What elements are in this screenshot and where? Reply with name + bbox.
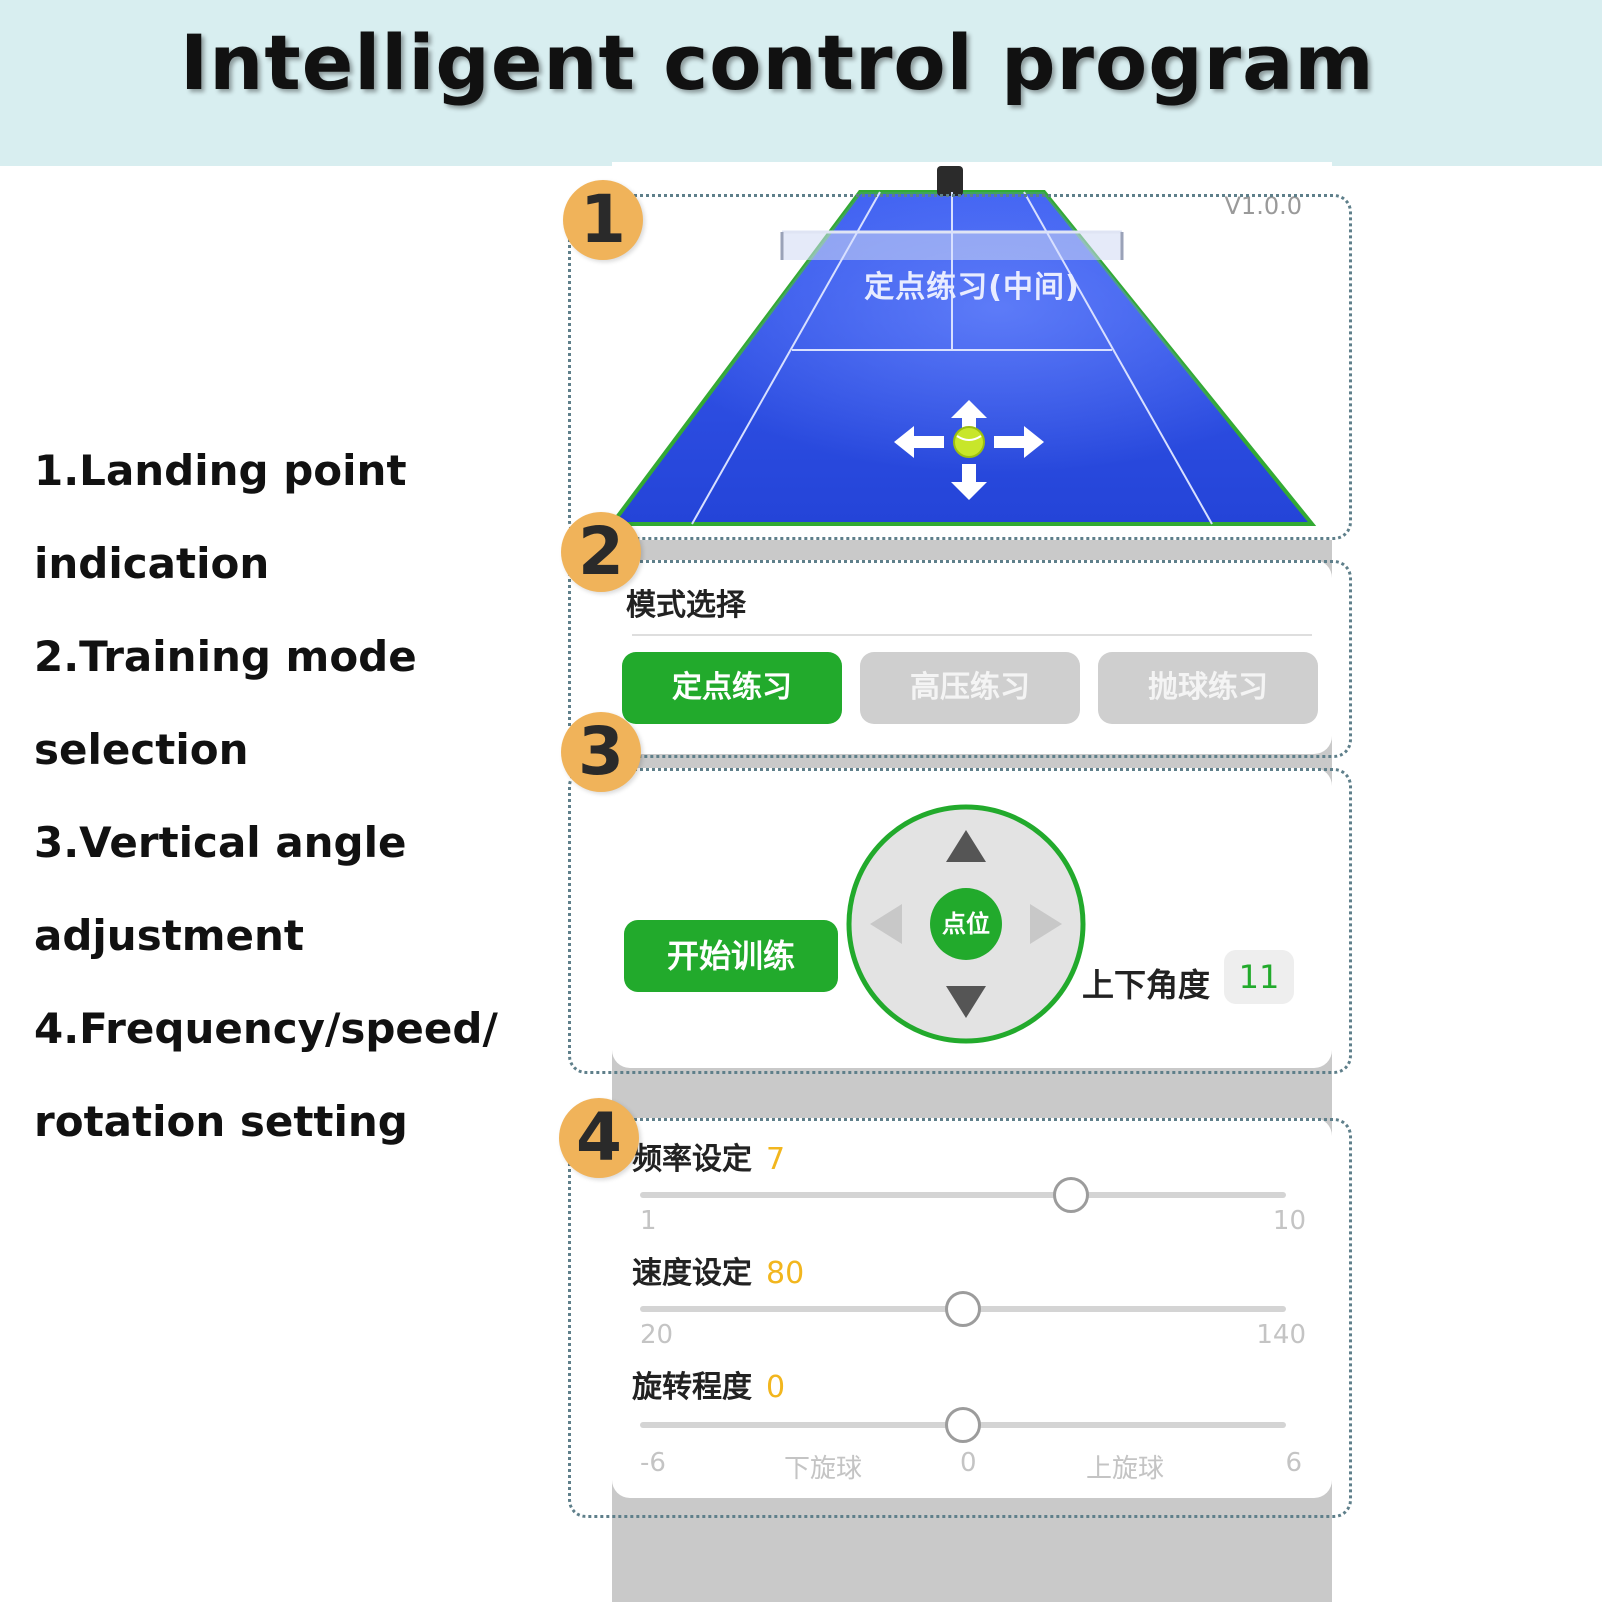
mode-title: 模式选择 [626, 588, 746, 623]
frequency-label: 频率设定 [632, 1142, 752, 1177]
section-badge-3: 3 [561, 712, 641, 792]
court-mode-title: 定点练习(中间) [864, 270, 1080, 305]
rotation-setting-label: 旋转程度 0 [632, 1362, 785, 1406]
start-training-button[interactable]: 开始训练 [624, 920, 838, 992]
left-arrow-icon[interactable] [870, 904, 902, 944]
section-3-frame [568, 768, 1352, 1074]
frequency-min-label: 1 [640, 1206, 657, 1236]
speed-min-label: 20 [640, 1320, 674, 1350]
rotation-topspin-label: 上旋球 [1086, 1454, 1165, 1484]
section-4-frame [568, 1118, 1352, 1518]
frequency-value: 7 [766, 1142, 786, 1177]
page-title: Intelligent control program [180, 18, 1375, 107]
legend-line: selection [34, 725, 249, 774]
down-arrow-icon[interactable] [946, 986, 986, 1018]
rotation-max-label: 6 [1285, 1448, 1302, 1478]
legend-line: 2.Training mode [34, 632, 417, 681]
court-drawing [612, 166, 1317, 526]
legend-line: rotation setting [34, 1097, 408, 1146]
speed-slider-thumb[interactable] [945, 1291, 981, 1327]
header-banner: Intelligent control program [0, 0, 1602, 166]
rotation-slider[interactable] [640, 1407, 1286, 1443]
section-badge-4: 4 [559, 1098, 639, 1178]
vertical-angle-value[interactable]: 11 [1224, 950, 1294, 1004]
legend-line: 3.Vertical angle [34, 818, 407, 867]
legend-line: 4.Frequency/speed/ [34, 1004, 498, 1053]
frequency-max-label: 10 [1272, 1206, 1306, 1236]
rotation-mid-label: 0 [960, 1448, 977, 1478]
mode-button-smash[interactable]: 高压练习 [860, 652, 1080, 724]
rotation-value: 0 [766, 1370, 786, 1405]
legend-line: indication [34, 539, 270, 588]
mode-selection-card: 模式选择 定点练习 高压练习 抛球练习 [612, 560, 1332, 754]
frequency-slider-thumb[interactable] [1052, 1177, 1089, 1213]
section-2-frame [568, 560, 1352, 758]
speed-setting-label: 速度设定 80 [632, 1248, 804, 1292]
up-arrow-icon[interactable] [946, 830, 986, 862]
speed-label: 速度设定 [632, 1256, 752, 1291]
mode-button-lob[interactable]: 抛球练习 [1098, 652, 1318, 724]
section-badge-2: 2 [561, 512, 641, 592]
rotation-label: 旋转程度 [632, 1370, 752, 1405]
legend-line: adjustment [34, 911, 305, 960]
speed-max-label: 140 [1256, 1320, 1306, 1350]
divider [632, 634, 1312, 636]
mode-button-fixed-point[interactable]: 定点练习 [622, 652, 842, 724]
feature-legend: 1.Landing point indication 2.Training mo… [34, 440, 534, 1184]
speed-slider[interactable] [640, 1291, 1286, 1327]
frequency-setting-label: 频率设定 7 [632, 1134, 785, 1178]
rotation-slider-thumb[interactable] [945, 1407, 981, 1443]
section-1-frame [568, 194, 1352, 540]
rotation-min-label: -6 [640, 1448, 666, 1478]
vertical-angle-label: 上下角度 [1082, 966, 1211, 1004]
frequency-slider[interactable] [640, 1177, 1286, 1213]
legend-line: 1.Landing point [34, 446, 407, 495]
speed-value: 80 [766, 1256, 805, 1291]
right-arrow-icon[interactable] [1030, 904, 1062, 944]
angle-card: 开始训练 点位 上下角度 11 [612, 768, 1332, 1068]
section-badge-1: 1 [563, 180, 643, 260]
direction-pad[interactable]: 点位 [846, 804, 1086, 1044]
rotation-backspin-label: 下旋球 [784, 1454, 863, 1484]
center-point-button[interactable]: 点位 [930, 888, 1002, 960]
move-arrows-icon[interactable] [894, 400, 1044, 500]
